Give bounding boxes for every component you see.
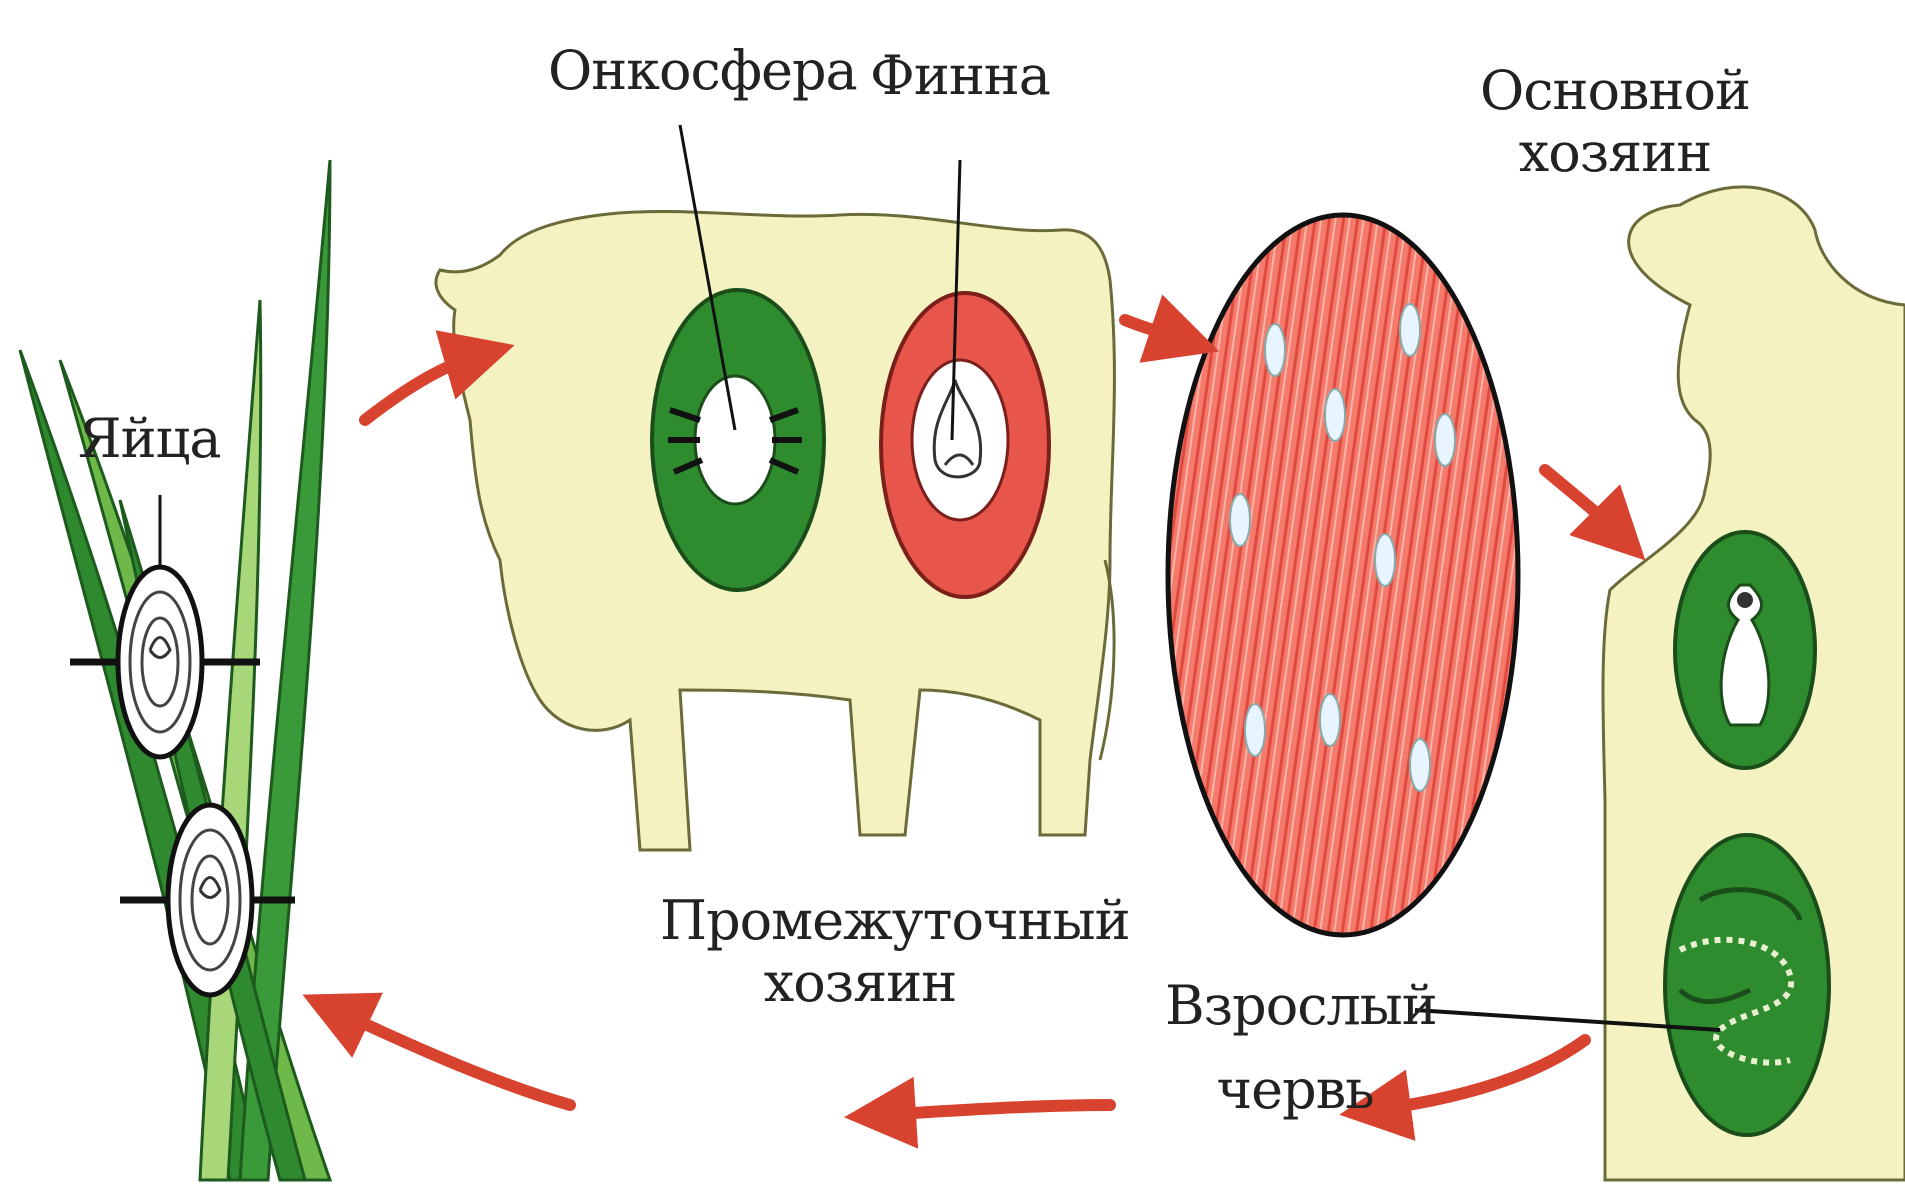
intermediate-host-line1: Промежуточный (660, 890, 1060, 952)
muscle-tissue-icon (1168, 215, 1518, 935)
adult-worm-line1: Взрослый (1165, 975, 1425, 1037)
intermediate-host-line2: хозяин (660, 952, 1060, 1014)
oncosphere-cross-section-icon (652, 125, 824, 590)
eggs-label: Яйца (78, 408, 218, 470)
intermediate-host-label: Промежуточный хозяин (660, 890, 1060, 1014)
oncosphere-label: Онкосфера (548, 40, 818, 102)
main-host-label: Основной хозяин (1480, 60, 1750, 184)
adult-worm-line2: червь (1165, 1059, 1425, 1121)
main-host-line2: хозяин (1480, 122, 1750, 184)
adult-worm-label: Взрослый червь (1165, 975, 1425, 1121)
scolex-cross-section-icon (1675, 532, 1815, 768)
finna-label: Финна (870, 45, 1050, 107)
main-host-line1: Основной (1480, 60, 1750, 122)
